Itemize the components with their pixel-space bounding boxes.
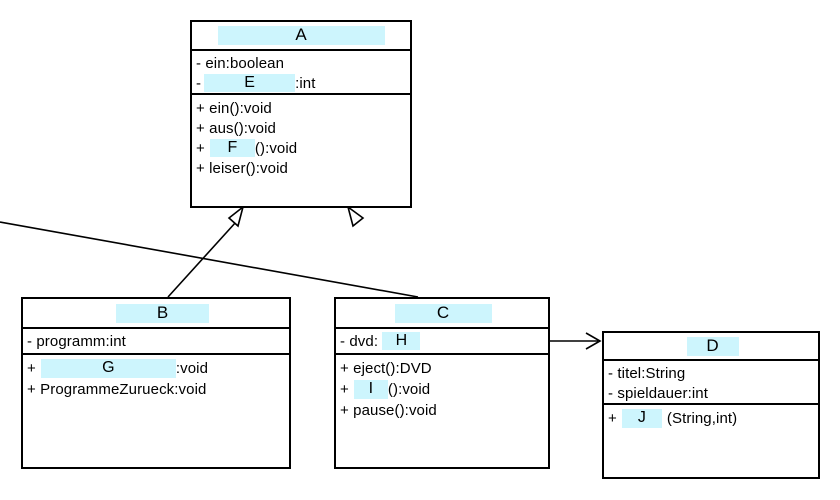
class-a-name-compartment: A [192,22,410,49]
class-d-attribute-2-text: - spieldauer:int [608,384,708,402]
class-c-method-2-blank[interactable]: I [353,380,388,399]
class-a-method-3-blank[interactable]: F [209,139,255,157]
class-a-attribute-1-text: - ein:boolean [196,54,285,72]
class-box-d[interactable]: D - titel:String - spieldauer:int + J (S… [602,331,820,479]
generalization-b-to-a [167,204,245,298]
class-a-method-1-text: + ein():void [196,99,272,117]
class-a-method-3-visibility: + [196,139,205,157]
class-c-method-row: + eject():DVD [340,358,548,379]
class-b-methods-compartment: + G :void + ProgrammeZurueck:void [23,353,289,467]
class-b-method-1-blank[interactable]: G [40,359,176,378]
class-d-method-1-visibility: + [608,410,617,427]
class-d-method-1-suffix: (String,int) [666,410,738,427]
class-d-attribute-row: - spieldauer:int [608,383,818,403]
class-b-attribute-row: - programm:int [27,331,289,351]
class-a-method-2-text: + aus():void [196,119,276,137]
class-c-name-compartment: C [336,299,548,327]
class-box-b[interactable]: B - programm:int + G :void + ProgrammeZu… [21,297,291,469]
class-b-name-blank[interactable]: B [116,303,209,323]
class-a-attribute-2-visibility: - [196,74,202,92]
class-a-attributes-compartment: - ein:boolean - E :int [192,49,410,93]
class-d-methods-compartment: + J (String,int) [604,403,818,477]
class-box-a[interactable]: A - ein:boolean - E :int + ein():void + … [190,20,412,208]
class-c-attribute-1-prefix: - dvd: [340,332,383,350]
class-b-name-compartment: B [23,299,289,327]
class-b-method-1-visibility: + [27,360,36,377]
class-c-method-2-visibility: + [340,381,349,398]
class-a-method-4-text: + leiser():void [196,159,288,177]
class-c-method-1-text: + eject():DVD [340,360,432,377]
class-c-method-row: + pause():void [340,400,548,421]
class-c-method-3-text: + pause():void [340,402,437,419]
class-a-methods-compartment: + ein():void + aus():void + F ():void + … [192,93,410,206]
class-a-method-row: + leiser():void [196,158,410,178]
class-a-attribute-row: - E :int [196,73,410,93]
class-b-method-2-text: + ProgrammeZurueck:void [27,381,207,398]
class-c-method-row: + I ():void [340,379,548,400]
class-d-method-row: + J (String,int) [608,408,818,429]
class-a-method-row: + ein():void [196,98,410,118]
class-c-attribute-row: - dvd: H [340,331,548,351]
class-a-attribute-row: - ein:boolean [196,53,410,73]
class-a-method-3-suffix: ():void [254,139,298,157]
class-c-attribute-1-blank[interactable]: H [382,332,421,350]
class-a-method-row: + F ():void [196,138,410,158]
class-d-attribute-1-text: - titel:String [608,364,686,382]
class-d-attribute-row: - titel:String [608,363,818,383]
class-c-methods-compartment: + eject():DVD + I ():void + pause():void [336,353,548,467]
class-b-attributes-compartment: - programm:int [23,327,289,353]
class-d-attributes-compartment: - titel:String - spieldauer:int [604,359,818,403]
class-c-method-2-suffix: ():void [387,381,431,398]
class-b-method-row: + G :void [27,358,289,379]
class-b-method-1-suffix: :void [175,360,209,377]
association-c-to-d [550,332,602,350]
class-c-attributes-compartment: - dvd: H [336,327,548,353]
class-a-attribute-2-blank[interactable]: E [204,74,296,92]
class-d-method-1-blank[interactable]: J [621,409,662,428]
class-a-attribute-2-suffix: :int [295,74,316,92]
class-box-c[interactable]: C - dvd: H + eject():DVD + I ():void + p… [334,297,550,469]
class-a-name-blank[interactable]: A [217,26,385,45]
class-b-method-row: + ProgrammeZurueck:void [27,379,289,400]
class-c-name-blank[interactable]: C [394,303,492,323]
generalization-c-to-a [0,205,419,298]
class-b-attribute-1-text: - programm:int [27,332,126,350]
class-a-method-row: + aus():void [196,118,410,138]
class-d-name-compartment: D [604,333,818,359]
class-d-name-blank[interactable]: D [686,336,739,356]
